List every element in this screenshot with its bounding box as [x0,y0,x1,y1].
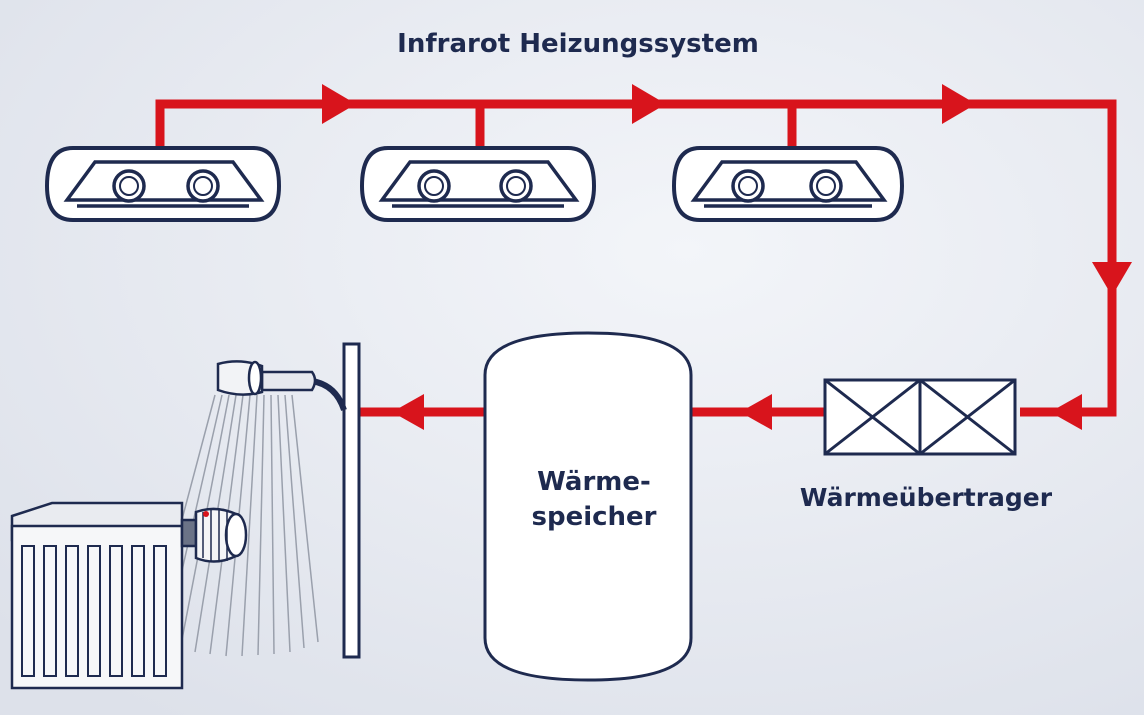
diagram-title: Infrarot Heizungssystem [397,29,759,59]
infrared-heater-icon [44,146,282,222]
infrared-heater-icon [671,146,905,222]
storage-tank-icon [483,331,693,682]
infrared-heater-3 [671,146,905,222]
shower-head-icon [216,360,347,412]
heat-exchanger-icon [823,378,1017,456]
heat-exchanger: Wärmeübertrager [800,378,1053,512]
infrared-heater-2 [359,146,597,222]
storage-tank-label-line2: speicher [531,502,656,532]
flow-arrow-right-2 [632,84,666,124]
wall-post [342,342,361,659]
heat-storage-tank: Wärme- speicher [483,331,693,682]
infrared-heater-icon [359,146,597,222]
radiator-icon [10,501,184,690]
infrared-heater-1 [44,146,282,222]
flow-arrows [322,84,1132,430]
heat-exchanger-label: Wärmeübertrager [800,483,1053,512]
flow-arrow-right-3 [942,84,976,124]
flow-arrow-down [1092,262,1132,296]
flow-arrow-right-1 [322,84,356,124]
thermostat-valve-icon [180,507,248,563]
storage-tank-label-line1: Wärme- [537,467,651,497]
flow-arrow-left-3 [392,394,424,430]
flow-arrow-left-1 [1050,394,1082,430]
flow-arrow-left-2 [740,394,772,430]
